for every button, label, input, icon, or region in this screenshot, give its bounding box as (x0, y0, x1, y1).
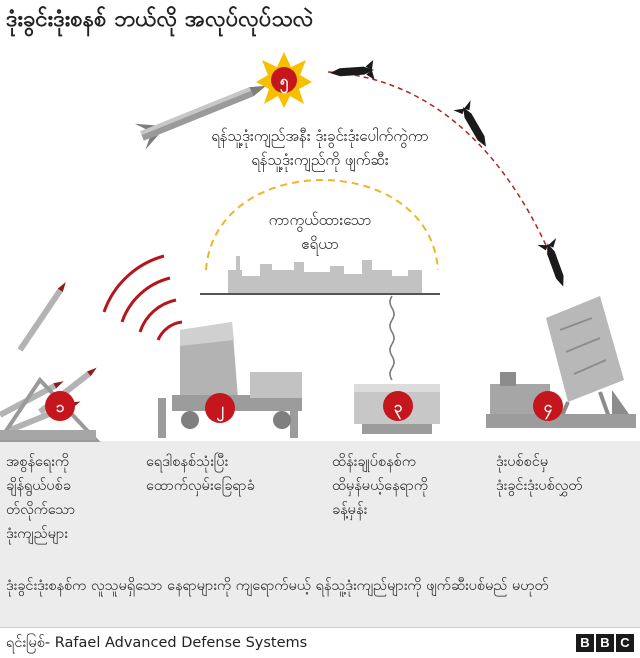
step-2-text: ရေဒါစနစ်သုံးပြီး ထောက်လှမ်းခြေရာခံ (146, 454, 255, 494)
enemy-rocket-icon (453, 100, 486, 147)
city-skyline (228, 256, 422, 294)
source-text: ရင်းမြစ်- Rafael Advanced Defense System… (6, 635, 308, 651)
svg-text:၃: ၃ (394, 398, 403, 420)
protected-area-arc (205, 179, 439, 271)
footer: ရင်းမြစ်- Rafael Advanced Defense System… (0, 627, 640, 658)
step-badge: ၄ (533, 391, 563, 421)
explosion-icon: ၅ (256, 52, 312, 108)
radar-waves (102, 254, 183, 341)
radar-truck-icon (158, 322, 302, 438)
step-badge: ၂ (205, 393, 235, 423)
ground-area (0, 441, 640, 627)
page-title: ဒုံးခွင်းဒုံးစနစ် ဘယ်လို အလုပ်လုပ်သလဲ (6, 7, 314, 32)
step-3-text: ထိန်းချုပ်စနစ်က ထိမှန်မယ့်နေရာကို ခန့်မှ… (332, 454, 429, 518)
svg-text:၄: ၄ (544, 398, 553, 420)
step-4-text: ဒုံးပစ်စင်မှ ဒုံးခွင်းဒုံးပစ်လွှတ် (496, 454, 583, 494)
enemy-rocket-icon (330, 59, 375, 80)
svg-text:၂: ၂ (216, 400, 224, 422)
protected-area-label: ကာကွယ်ထားသော ဧရိယာ (268, 211, 372, 253)
step-badge: ၃ (383, 391, 413, 421)
note-text: ဒုံးခွင်းဒုံးစနစ်က လူသူမရှိသော နေရာများက… (6, 578, 549, 594)
enemy-rocket-icon (537, 238, 564, 287)
enemy-trajectory (327, 71, 561, 279)
bbc-logo: B B C (576, 634, 634, 652)
intercept-label: ရန်သူ့ဒုံးကျည်အနီး ဒုံးခွင်းဒုံးပေါက်ကွဲ… (211, 127, 429, 169)
explosion-number: ၅ (280, 72, 289, 94)
svg-text:၁: ၁ (56, 398, 65, 416)
step-badge: ၁ (45, 391, 75, 421)
defense-diagram: ၅ (0, 52, 636, 442)
interceptor-missile-icon (134, 85, 267, 150)
step-1-text: အစွန်ရေးကို ချိန်ရွယ်ပစ်ခ တ်လိုက်သော ဒုံ… (6, 454, 76, 542)
